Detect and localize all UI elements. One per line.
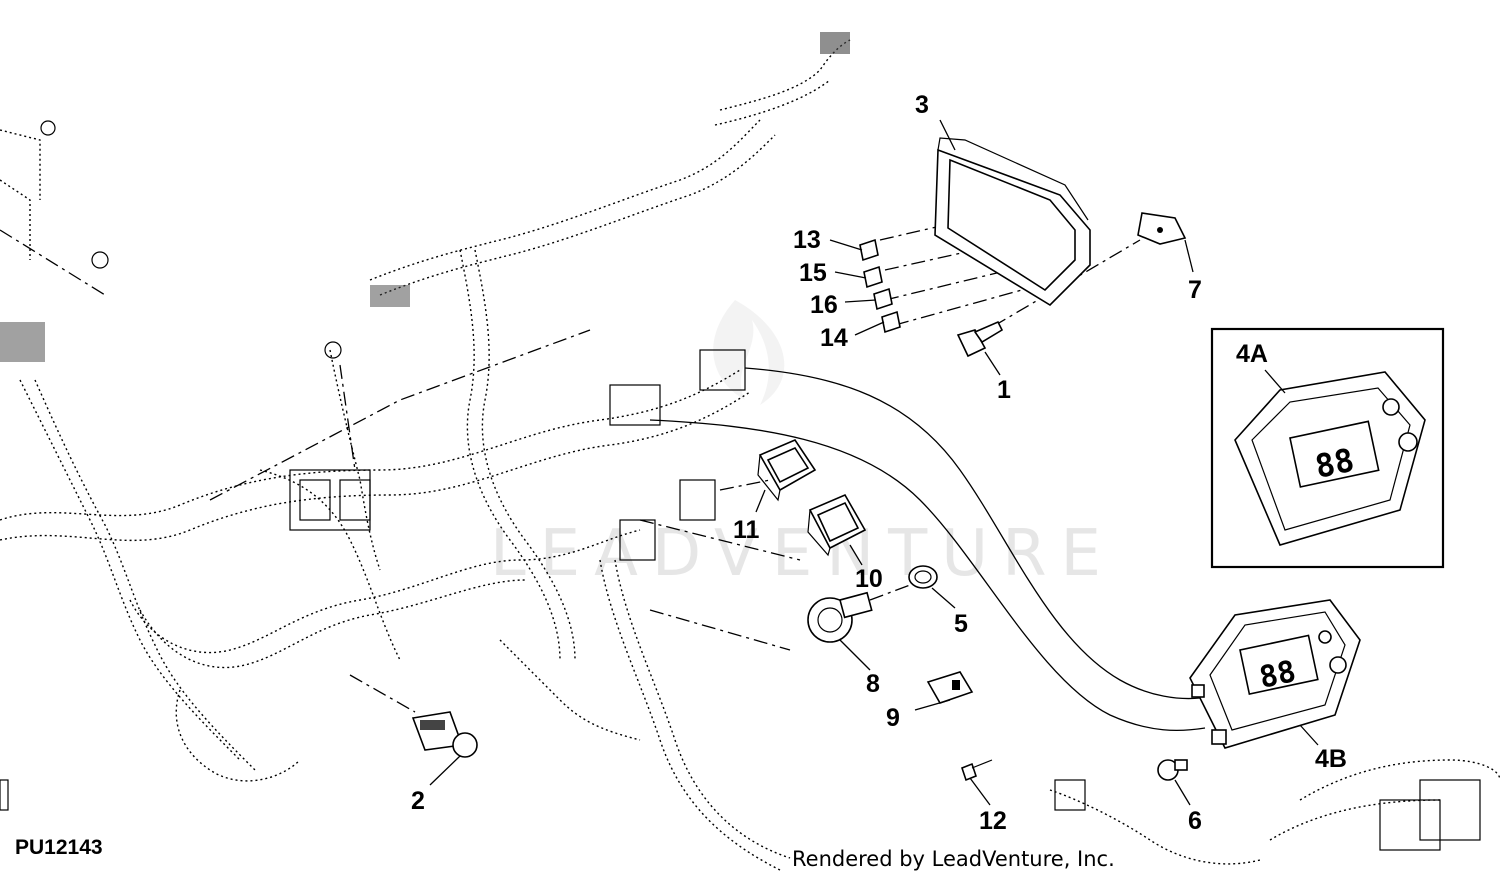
callout-4b: 4B [1315, 745, 1347, 773]
render-credit: Rendered by LeadVenture, Inc. [792, 847, 1115, 871]
callout-16: 16 [810, 291, 838, 319]
display-cable [649, 367, 1206, 732]
figure-id: PU12143 [15, 836, 103, 859]
part-10-rocker-switch [807, 493, 867, 557]
part-3-bezel [934, 137, 1091, 307]
part-1-bolt [956, 320, 1004, 358]
part-8-key-switch [807, 591, 873, 643]
part-11-rocker-switch [757, 439, 817, 502]
inset-4a: 88 [1210, 327, 1445, 569]
part-6-nut [1157, 759, 1188, 781]
callout-3: 3 [915, 91, 929, 119]
callout-7: 7 [1188, 276, 1202, 304]
leader-lines [429, 119, 1319, 806]
display-4b-digits: 88 [1256, 654, 1299, 696]
part-2-push-button [411, 711, 478, 758]
callout-10: 10 [855, 565, 883, 593]
callout-13: 13 [793, 226, 821, 254]
callout-8: 8 [866, 670, 880, 698]
callout-15: 15 [799, 259, 827, 287]
callout-2: 2 [411, 787, 425, 815]
part-9-switch [926, 671, 974, 704]
callout-14: 14 [820, 324, 848, 352]
display-4a-digits: 88 [1312, 441, 1358, 486]
callout-4a: 4A [1236, 340, 1268, 368]
callout-12: 12 [979, 807, 1007, 835]
callout-6: 6 [1188, 807, 1202, 835]
watermark-flame-icon [713, 300, 785, 405]
alignment-lines [0, 209, 1141, 713]
part-12-screw [961, 759, 993, 782]
callout-5: 5 [954, 610, 968, 638]
part-5-ring-nut [908, 565, 938, 589]
watermark: LEADVENTURE [490, 517, 1115, 591]
callout-1: 1 [997, 376, 1011, 404]
wiring-harness [0, 39, 1500, 871]
part-7-clip-nut [1137, 212, 1187, 245]
callout-11: 11 [733, 516, 760, 544]
harness-connectors [0, 32, 1481, 851]
part-4b-instrument-display: 88 [1189, 599, 1361, 749]
parts-13-16-clips [859, 238, 901, 334]
callout-9: 9 [886, 704, 900, 732]
callout-labels: 3 13 15 16 14 7 1 4A 11 10 5 8 9 2 12 6 … [411, 91, 1347, 835]
